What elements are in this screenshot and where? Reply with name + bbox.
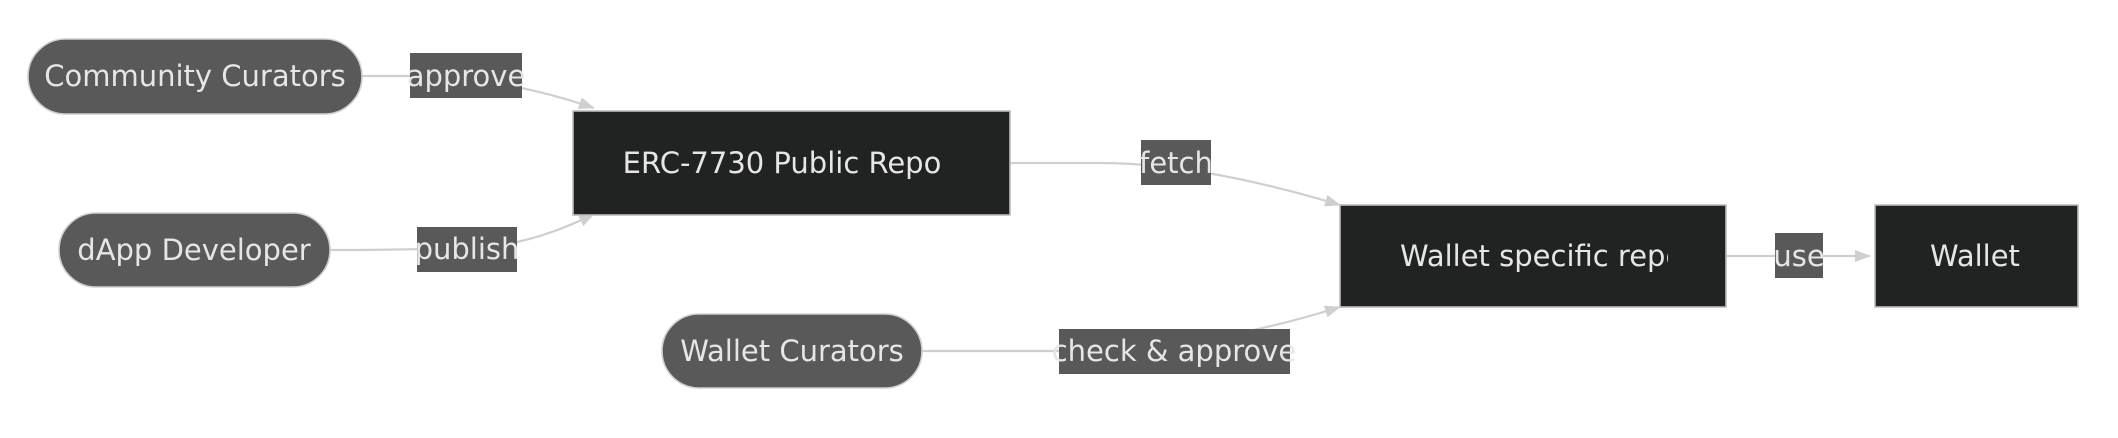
node-wallet-label: Wallet [1930, 239, 2020, 273]
edge-label-fetch-text: fetch [1139, 146, 1213, 180]
node-wallet-curators-label: Wallet Curators [680, 334, 904, 368]
edge-label-fetch: fetch [1139, 140, 1213, 185]
node-dapp-developer[interactable]: dApp Developer [58, 212, 331, 288]
node-public-repo-label: ERC-7730 Public Repo [623, 146, 942, 180]
edge-label-publish: publish [415, 227, 520, 272]
edge-label-approve: approve [407, 53, 526, 98]
node-dapp-developer-label: dApp Developer [77, 233, 311, 267]
edge-label-use: use [1773, 233, 1825, 278]
node-community-curators[interactable]: Community Curators [27, 38, 363, 115]
edge-label-check-approve-text: check & approve [1052, 334, 1297, 368]
node-public-repo[interactable]: ERC-7730 Public Repo [572, 110, 1011, 216]
node-wallet-repo-label: Wallet specific repo [1400, 239, 1683, 273]
edge-label-approve-text: approve [407, 59, 526, 93]
edge-label-check-approve: check & approve [1052, 329, 1297, 374]
edge-label-publish-text: publish [415, 232, 520, 266]
node-wallet[interactable]: Wallet [1874, 204, 2079, 308]
node-community-curators-label: Community Curators [44, 59, 346, 93]
node-wallet-repo[interactable]: Wallet specific repo [1339, 204, 1727, 308]
edge-label-use-text: use [1773, 239, 1824, 273]
node-wallet-curators[interactable]: Wallet Curators [661, 313, 923, 389]
